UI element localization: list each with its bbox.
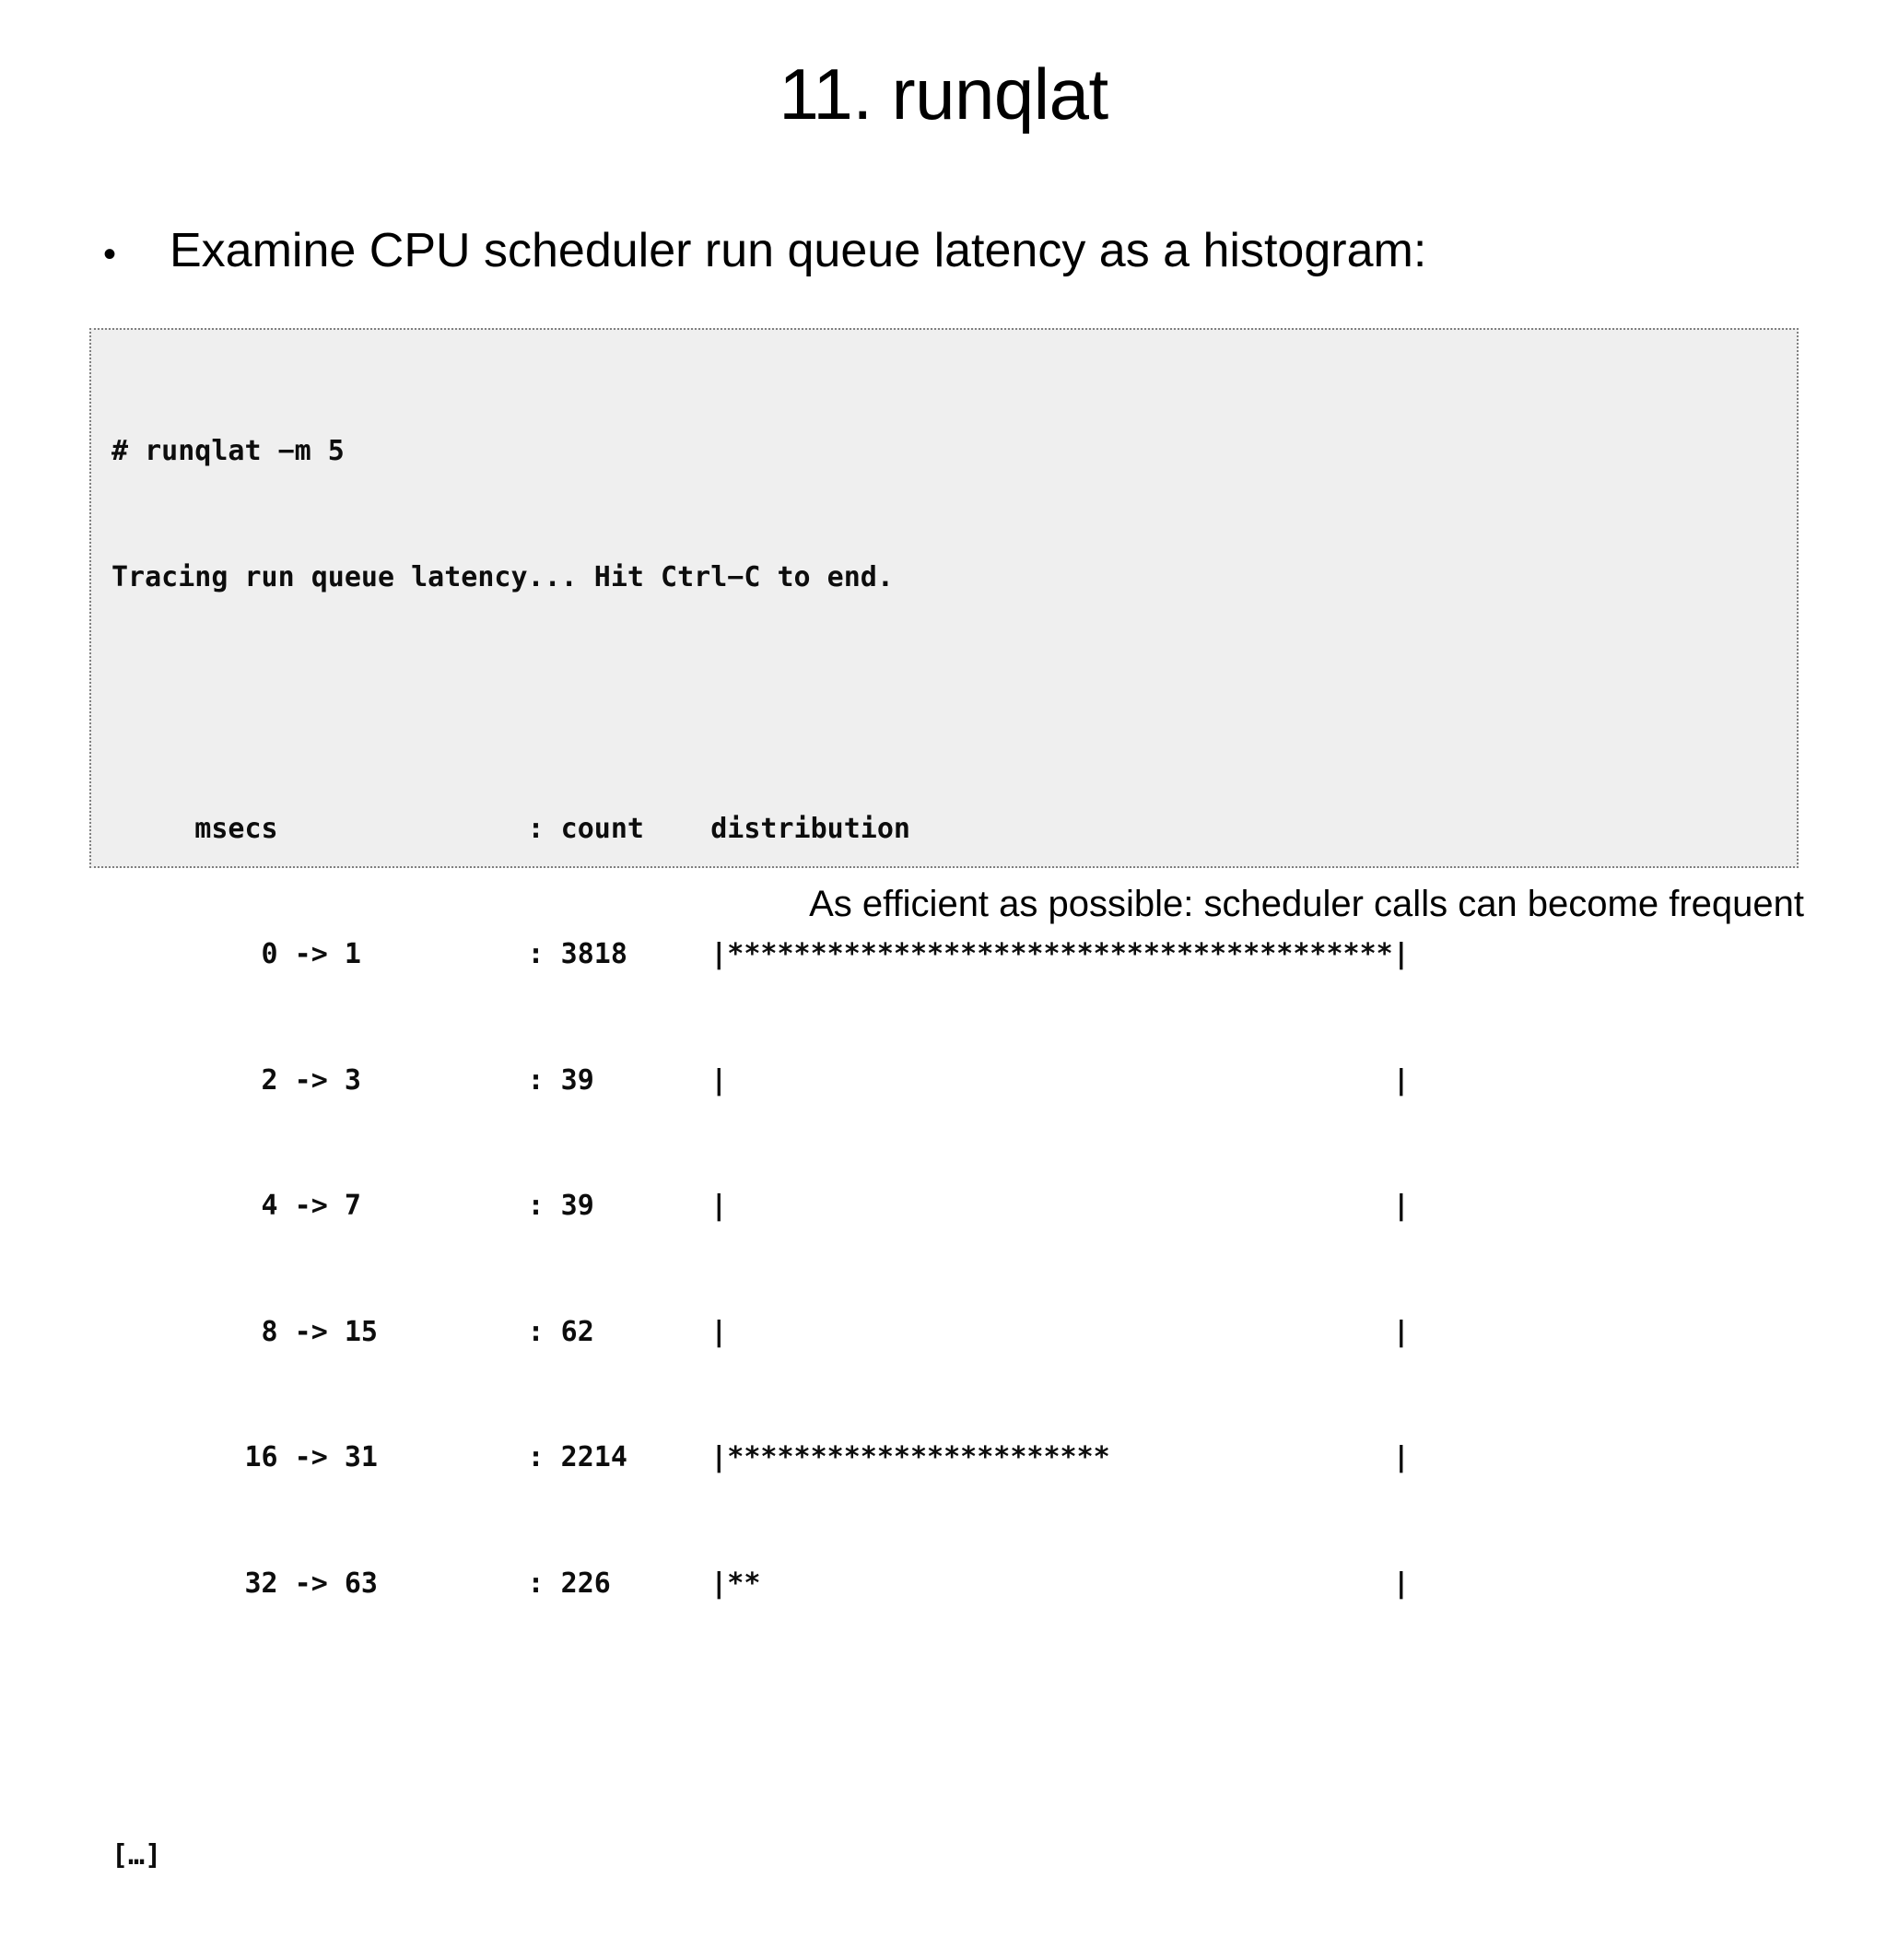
truncation-marker: […] <box>111 1838 162 1872</box>
page-title: 11. runqlat <box>779 53 1108 135</box>
histogram-row: 2 -> 3 : 39 | | <box>111 1063 1410 1097</box>
slide-root: 11. runqlat • Examine CPU scheduler run … <box>89 53 1808 1872</box>
bullet-marker-icon: • <box>103 234 117 275</box>
terminal-command-line: # runqlat −m 5 <box>111 435 345 467</box>
histogram-header-row: msecs : count distribution <box>111 812 910 845</box>
slide-caption: As efficient as possible: scheduler call… <box>809 884 1804 924</box>
terminal-text: # runqlat −m 5 Tracing run queue latency… <box>91 346 1797 1960</box>
terminal-output-block: # runqlat −m 5 Tracing run queue latency… <box>89 328 1799 1872</box>
histogram-row: 4 -> 7 : 39 | | <box>111 1190 1410 1222</box>
bullet-item: • Examine CPU scheduler run queue latenc… <box>103 224 1808 277</box>
terminal-status-line: Tracing run queue latency... Hit Ctrl−C … <box>111 560 894 593</box>
histogram-row: 8 -> 15 : 62 | | <box>111 1315 1410 1348</box>
bullet-item-label: Examine CPU scheduler run queue latency … <box>170 224 1427 277</box>
histogram-row: 0 -> 1 : 3818 |*************************… <box>111 938 1410 970</box>
histogram-row: 32 -> 63 : 226 |** | <box>111 1567 1410 1600</box>
terminal-blank-line-2 <box>111 1688 1797 1731</box>
terminal-blank-line <box>111 682 1797 724</box>
histogram-row: 16 -> 31 : 2214 |***********************… <box>111 1441 1410 1473</box>
